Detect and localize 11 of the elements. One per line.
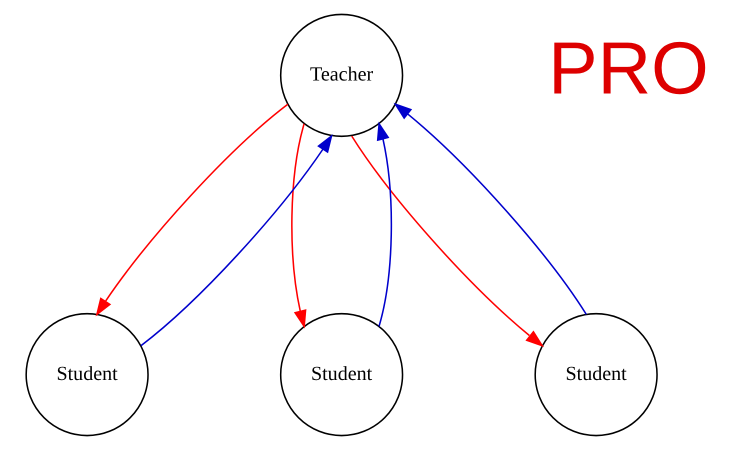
arrow [350,136,544,348]
node-circle: Student [534,312,658,436]
arrow [393,102,586,315]
arrow [140,134,332,346]
node-circle: Student [279,312,403,436]
node-circle: Teacher [279,14,403,138]
arrow [290,124,306,329]
arrow [95,104,288,316]
node-circle: Student [24,312,148,436]
arrow [376,122,392,327]
label: PRO [548,26,708,110]
